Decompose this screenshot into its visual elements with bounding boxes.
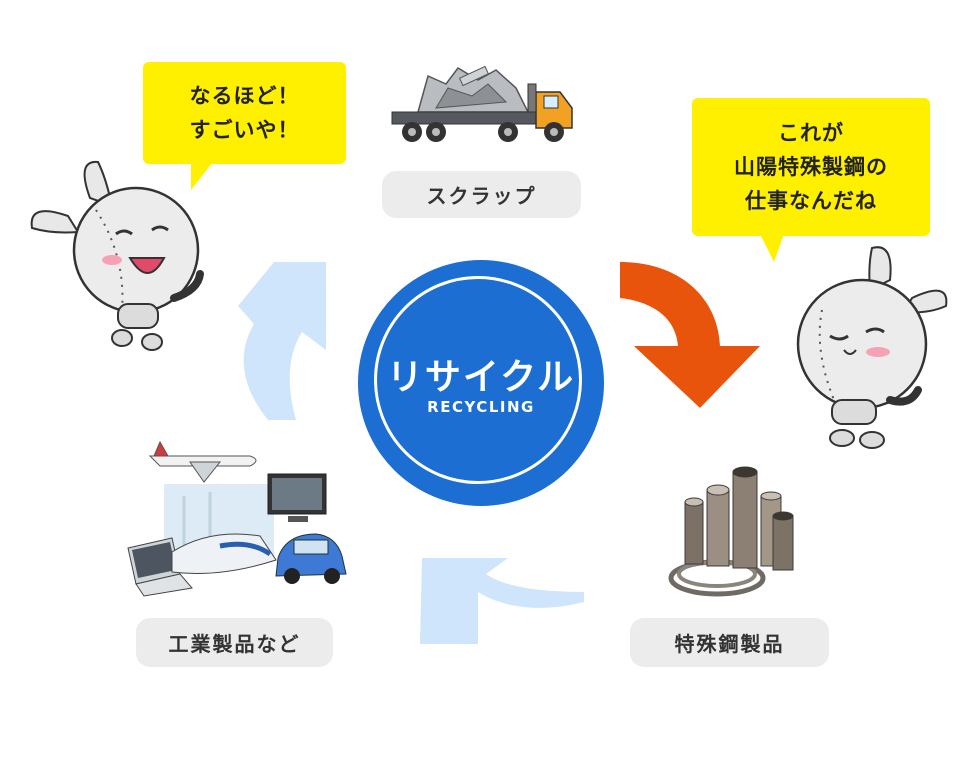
industrial-products-icon bbox=[127, 440, 347, 597]
speech-bubble-left-line2: すごいや！ bbox=[189, 118, 300, 142]
speech-bubble-tail bbox=[191, 162, 213, 190]
arrow-orange-icon bbox=[620, 262, 760, 408]
scrap-truck-icon bbox=[391, 65, 573, 142]
speech-bubble-left: なるほど！ すごいや！ bbox=[143, 62, 346, 190]
center-title: リサイクル bbox=[386, 357, 576, 398]
speech-bubble-right: これが 山陽特殊製鋼の 仕事なんだね bbox=[692, 98, 930, 262]
node-industrial-products: 工業製品など bbox=[136, 618, 333, 667]
arrow-light-blue-bottom-icon bbox=[420, 558, 584, 644]
speech-bubble-tail bbox=[760, 234, 784, 262]
node-special-steel: 特殊鋼製品 bbox=[630, 618, 829, 667]
arrow-light-blue-left-icon bbox=[238, 262, 326, 420]
center-subtitle: RECYCLING bbox=[427, 398, 535, 416]
speech-bubble-right-line1: これが bbox=[778, 121, 844, 145]
mascot-rabbit-left-icon bbox=[30, 160, 204, 351]
speech-bubble-left-line1: なるほど！ bbox=[189, 84, 300, 108]
speech-bubble-right-line3: 仕事なんだね bbox=[745, 189, 877, 213]
steel-pipes-icon bbox=[668, 466, 794, 597]
mascot-rabbit-right-icon bbox=[796, 246, 948, 449]
recycling-center-ring bbox=[374, 276, 582, 484]
speech-bubble-right-line2: 山陽特殊製鋼の bbox=[734, 155, 888, 179]
node-scrap: スクラップ bbox=[382, 171, 581, 218]
